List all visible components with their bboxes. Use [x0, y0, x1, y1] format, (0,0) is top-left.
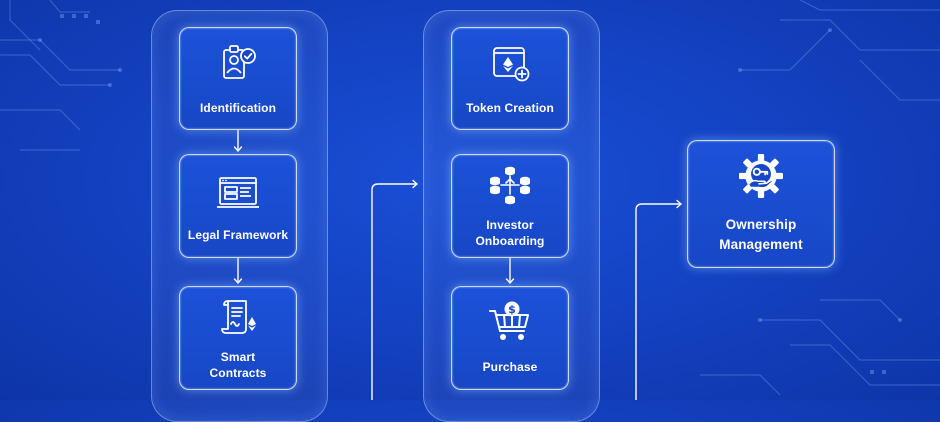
step-label: Token Creation	[466, 100, 554, 115]
gear-key-hand-icon	[739, 154, 783, 198]
step-card-identification[interactable]: Identification	[179, 27, 297, 130]
id-badge-check-icon	[223, 44, 256, 79]
step-label: Identification	[199, 100, 277, 115]
legal-document-browser-icon	[217, 177, 259, 208]
step-card-purchase[interactable]: $ Purchase	[451, 286, 569, 390]
step-card-legal-framework[interactable]: Legal Framework	[179, 154, 297, 258]
step-card-ownership-management[interactable]: Ownership Management	[687, 140, 835, 268]
step-label: Purchase	[482, 360, 538, 374]
scroll-ethereum-icon	[221, 300, 256, 334]
database-network-icon	[490, 166, 530, 205]
connector-to-column-2	[371, 183, 418, 400]
connector-to-ownership	[635, 203, 682, 400]
step-label: Ownership Management	[719, 217, 803, 252]
step-label: Smart Contracts	[209, 350, 267, 380]
step-label: Investor Onboarding	[475, 218, 545, 248]
shopping-cart-dollar-icon: $	[489, 301, 529, 340]
step-card-token-creation[interactable]: Token Creation	[451, 27, 569, 130]
step-card-investor-onboarding[interactable]: Investor Onboarding	[451, 154, 569, 258]
step-label: Legal Framework	[187, 228, 289, 242]
wallet-ethereum-add-icon	[493, 46, 530, 81]
svg-text:$: $	[508, 303, 516, 316]
step-card-smart-contracts[interactable]: Smart Contracts	[179, 286, 297, 390]
